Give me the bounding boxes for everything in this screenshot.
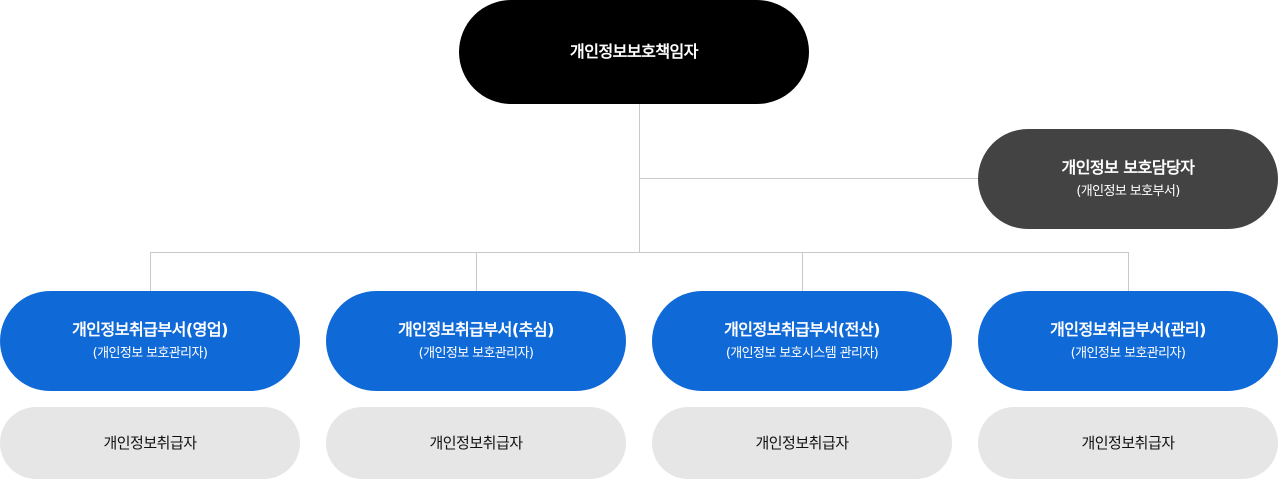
- connector-dept-1-drop: [150, 252, 151, 291]
- handler-label: 개인정보취급자: [1081, 434, 1175, 452]
- department-node-sales: 개인정보취급부서(영업) (개인정보 보호관리자): [0, 291, 300, 391]
- officer-subtitle: (개인정보 보호부서): [1076, 183, 1180, 199]
- handler-node-it: 개인정보취급자: [652, 407, 952, 479]
- connector-dept-2-drop: [476, 252, 477, 291]
- handler-node-management: 개인정보취급자: [978, 407, 1278, 479]
- privacy-officer-node: 개인정보 보호담당자 (개인정보 보호부서): [978, 129, 1278, 229]
- department-title: 개인정보취급부서(영업): [72, 319, 228, 339]
- department-node-management: 개인정보취급부서(관리) (개인정보 보호관리자): [978, 291, 1278, 391]
- department-title: 개인정보취급부서(전산): [724, 319, 880, 339]
- department-subtitle: (개인정보 보호관리자): [92, 345, 208, 361]
- connector-dept-3-drop: [802, 252, 803, 291]
- connector-departments-horizontal: [150, 252, 1129, 253]
- department-title: 개인정보취급부서(추심): [398, 319, 554, 339]
- department-node-collection: 개인정보취급부서(추심) (개인정보 보호관리자): [326, 291, 626, 391]
- department-subtitle: (개인정보 보호관리자): [1070, 345, 1186, 361]
- officer-title: 개인정보 보호담당자: [1061, 157, 1195, 177]
- handler-label: 개인정보취급자: [755, 434, 849, 452]
- handler-label: 개인정보취급자: [429, 434, 523, 452]
- connector-officer-horizontal: [639, 178, 978, 179]
- handler-node-collection: 개인정보취급자: [326, 407, 626, 479]
- handler-node-sales: 개인정보취급자: [0, 407, 300, 479]
- chief-privacy-officer-node: 개인정보보호책임자: [459, 0, 809, 104]
- department-subtitle: (개인정보 보호시스템 관리자): [725, 345, 879, 361]
- chief-title: 개인정보보호책임자: [570, 42, 698, 61]
- department-title: 개인정보취급부서(관리): [1050, 319, 1206, 339]
- handler-label: 개인정보취급자: [103, 434, 197, 452]
- department-node-it: 개인정보취급부서(전산) (개인정보 보호시스템 관리자): [652, 291, 952, 391]
- department-subtitle: (개인정보 보호관리자): [418, 345, 534, 361]
- connector-dept-4-drop: [1128, 252, 1129, 291]
